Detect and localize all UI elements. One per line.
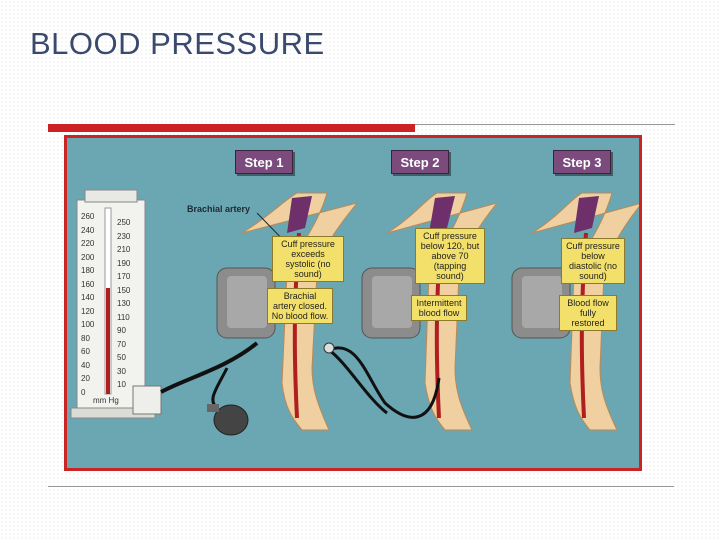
gauge-tick-left: 100 [81, 320, 95, 329]
footer-rule [48, 486, 674, 487]
gauge-tick-left: 140 [81, 293, 95, 302]
gauge-tick-left: 40 [81, 360, 90, 370]
gauge-tick-left: 0 [81, 387, 86, 397]
gauge-tick-right: 50 [117, 353, 126, 362]
gauge-tick-left: 220 [81, 239, 95, 248]
step-2-flow-note: Intermittent blood flow [411, 295, 467, 321]
gauge-tick-right: 10 [117, 380, 126, 389]
step-1-flow-note: Brachial artery closed. No blood flow. [267, 288, 333, 324]
gauge-tick-right: 70 [117, 339, 126, 349]
blood-pressure-diagram: Step 1 Step 2 Step 3 Brachial artery Cuf… [64, 135, 642, 471]
gauge-tick-right: 150 [117, 285, 131, 295]
step-3-flow-note: Blood flow fully restored [559, 295, 617, 331]
step-2-badge: Step 2 [391, 150, 449, 174]
gauge-tick-right: 90 [117, 326, 126, 335]
gauge-tick-left: 20 [81, 374, 90, 383]
gauge-tick-right: 190 [117, 258, 131, 268]
gauge-tick-right: 110 [117, 312, 130, 322]
gauge-tick-left: 240 [81, 225, 95, 235]
step-1-badge: Step 1 [235, 150, 293, 174]
gauge-tick-left: 200 [81, 252, 95, 262]
step-3-cuff-note: Cuff pressure below diastolic (no sound) [561, 238, 625, 284]
step-2-cuff-note: Cuff pressure below 120, but above 70 (t… [415, 228, 485, 284]
inflation-bulb [132, 341, 259, 436]
gauge-tick-right: 130 [117, 299, 131, 308]
gauge-tick-left: 160 [81, 279, 95, 289]
gauge-tick-left: 60 [81, 347, 90, 356]
step-1-cuff-note: Cuff pressure exceeds systolic (no sound… [272, 236, 344, 282]
gauge-tick-right: 250 [117, 218, 131, 227]
page-title: BLOOD PRESSURE [30, 26, 325, 61]
gauge-tick-right: 230 [117, 231, 131, 241]
gauge-unit-label: mm Hg [93, 396, 119, 405]
gauge-tick-right: 170 [117, 272, 131, 281]
gauge-tick-left: 80 [81, 333, 90, 343]
brachial-artery-label: Brachial artery [187, 204, 251, 214]
gauge-tick-left: 260 [81, 212, 95, 221]
gauge-tick-left: 120 [81, 306, 95, 316]
gauge-tick-right: 210 [117, 245, 131, 254]
gauge-tick-left: 180 [81, 266, 95, 275]
sphygmomanometer [70, 189, 156, 419]
diagram-illustration [70, 189, 639, 436]
title-underline-accent [48, 124, 415, 132]
title-underline-rule [415, 124, 675, 125]
step-3-badge: Step 3 [553, 150, 611, 174]
gauge-tick-right: 30 [117, 366, 126, 376]
